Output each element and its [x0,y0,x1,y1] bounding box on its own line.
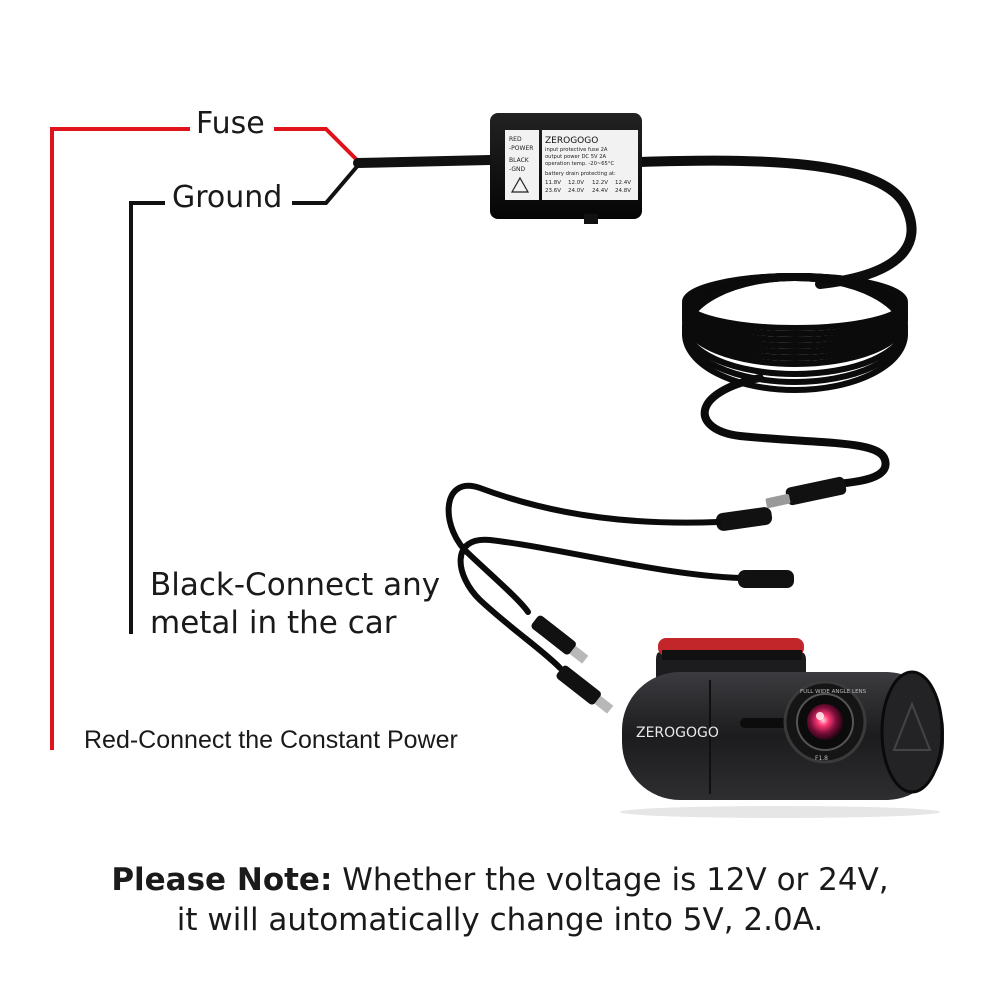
drain-r1-c2: 12.0V [568,180,584,186]
mini-usb-connector-1 [531,615,589,664]
ground-label: Ground [172,180,283,215]
box-left-text-3: BLACK [509,157,530,164]
dc-plug-male [765,476,847,509]
drain-r1-c3: 12.2V [592,180,608,186]
drain-r2-c4: 24.8V [615,188,631,194]
dc-socket-female-2 [738,570,794,588]
fuse-label: Fuse [196,106,265,141]
box-left-text-1: RED [509,136,522,143]
camera-body [622,672,944,800]
please-note: Please Note: Whether the voltage is 12V … [0,860,1000,940]
camera-brand: ZEROGOGO [636,725,719,741]
splitter-cable-lower [457,536,743,671]
note-line-1-rest: Whether the voltage is 12V or 24V, [332,862,889,898]
converter-box: RED -POWER BLACK -GND ZEROGOGO input pro… [490,113,642,224]
lens-spec-text: F1.8 [815,755,828,762]
camera-end-cap [880,670,944,794]
note-line-2: it will automatically change into 5V, 2.… [176,902,824,938]
box-brand: ZEROGOGO [545,136,598,146]
splitter-cable-upper [445,482,721,615]
black-connect-line-1: Black-Connect any [150,567,441,603]
camera-lens [807,704,843,740]
drain-r2-c2: 24.0V [568,188,584,194]
red-connect-label: Red-Connect the Constant Power [84,726,458,754]
black-connect-label: Black-Connect any metal in the car [150,566,440,642]
black-ground-wire [129,161,362,634]
note-line-1: Please Note: Whether the voltage is 12V … [0,860,1000,900]
coiled-cable [682,273,908,393]
converter-input-cable [353,155,495,168]
box-spec-1: input protective fuse 2A [545,147,608,153]
note-bold: Please Note: [111,862,333,898]
black-connect-line-2: metal in the car [150,605,397,641]
box-spec-3: operation temp. -20~65°C [545,161,614,167]
box-drain-heading: battery drain protecting at: [545,171,616,177]
box-left-text-4: -GND [509,166,526,173]
warning-triangle-icon [892,701,932,751]
coil-to-plug-cable [700,374,890,488]
drain-r2-c3: 24.4V [592,188,608,194]
red-fuse-wire [50,127,362,750]
box-spec-2: output power DC 5V 2A [545,154,607,160]
mini-usb-connector-2 [556,665,614,714]
drain-r1-c4: 12.4V [615,180,631,186]
converter-output-cable [635,155,917,289]
dc-socket-female [715,507,773,531]
box-left-text-2: -POWER [509,145,533,152]
drain-r2-c1: 23.6V [545,188,561,194]
recycle-icon [510,176,530,193]
drain-r1-c1: 11.8V [545,180,561,186]
lens-ring-text: FULL WIDE ANGLE LENS [800,689,867,695]
dash-camera: FULL WIDE ANGLE LENS F1.8 ZEROGOGO [620,638,944,818]
